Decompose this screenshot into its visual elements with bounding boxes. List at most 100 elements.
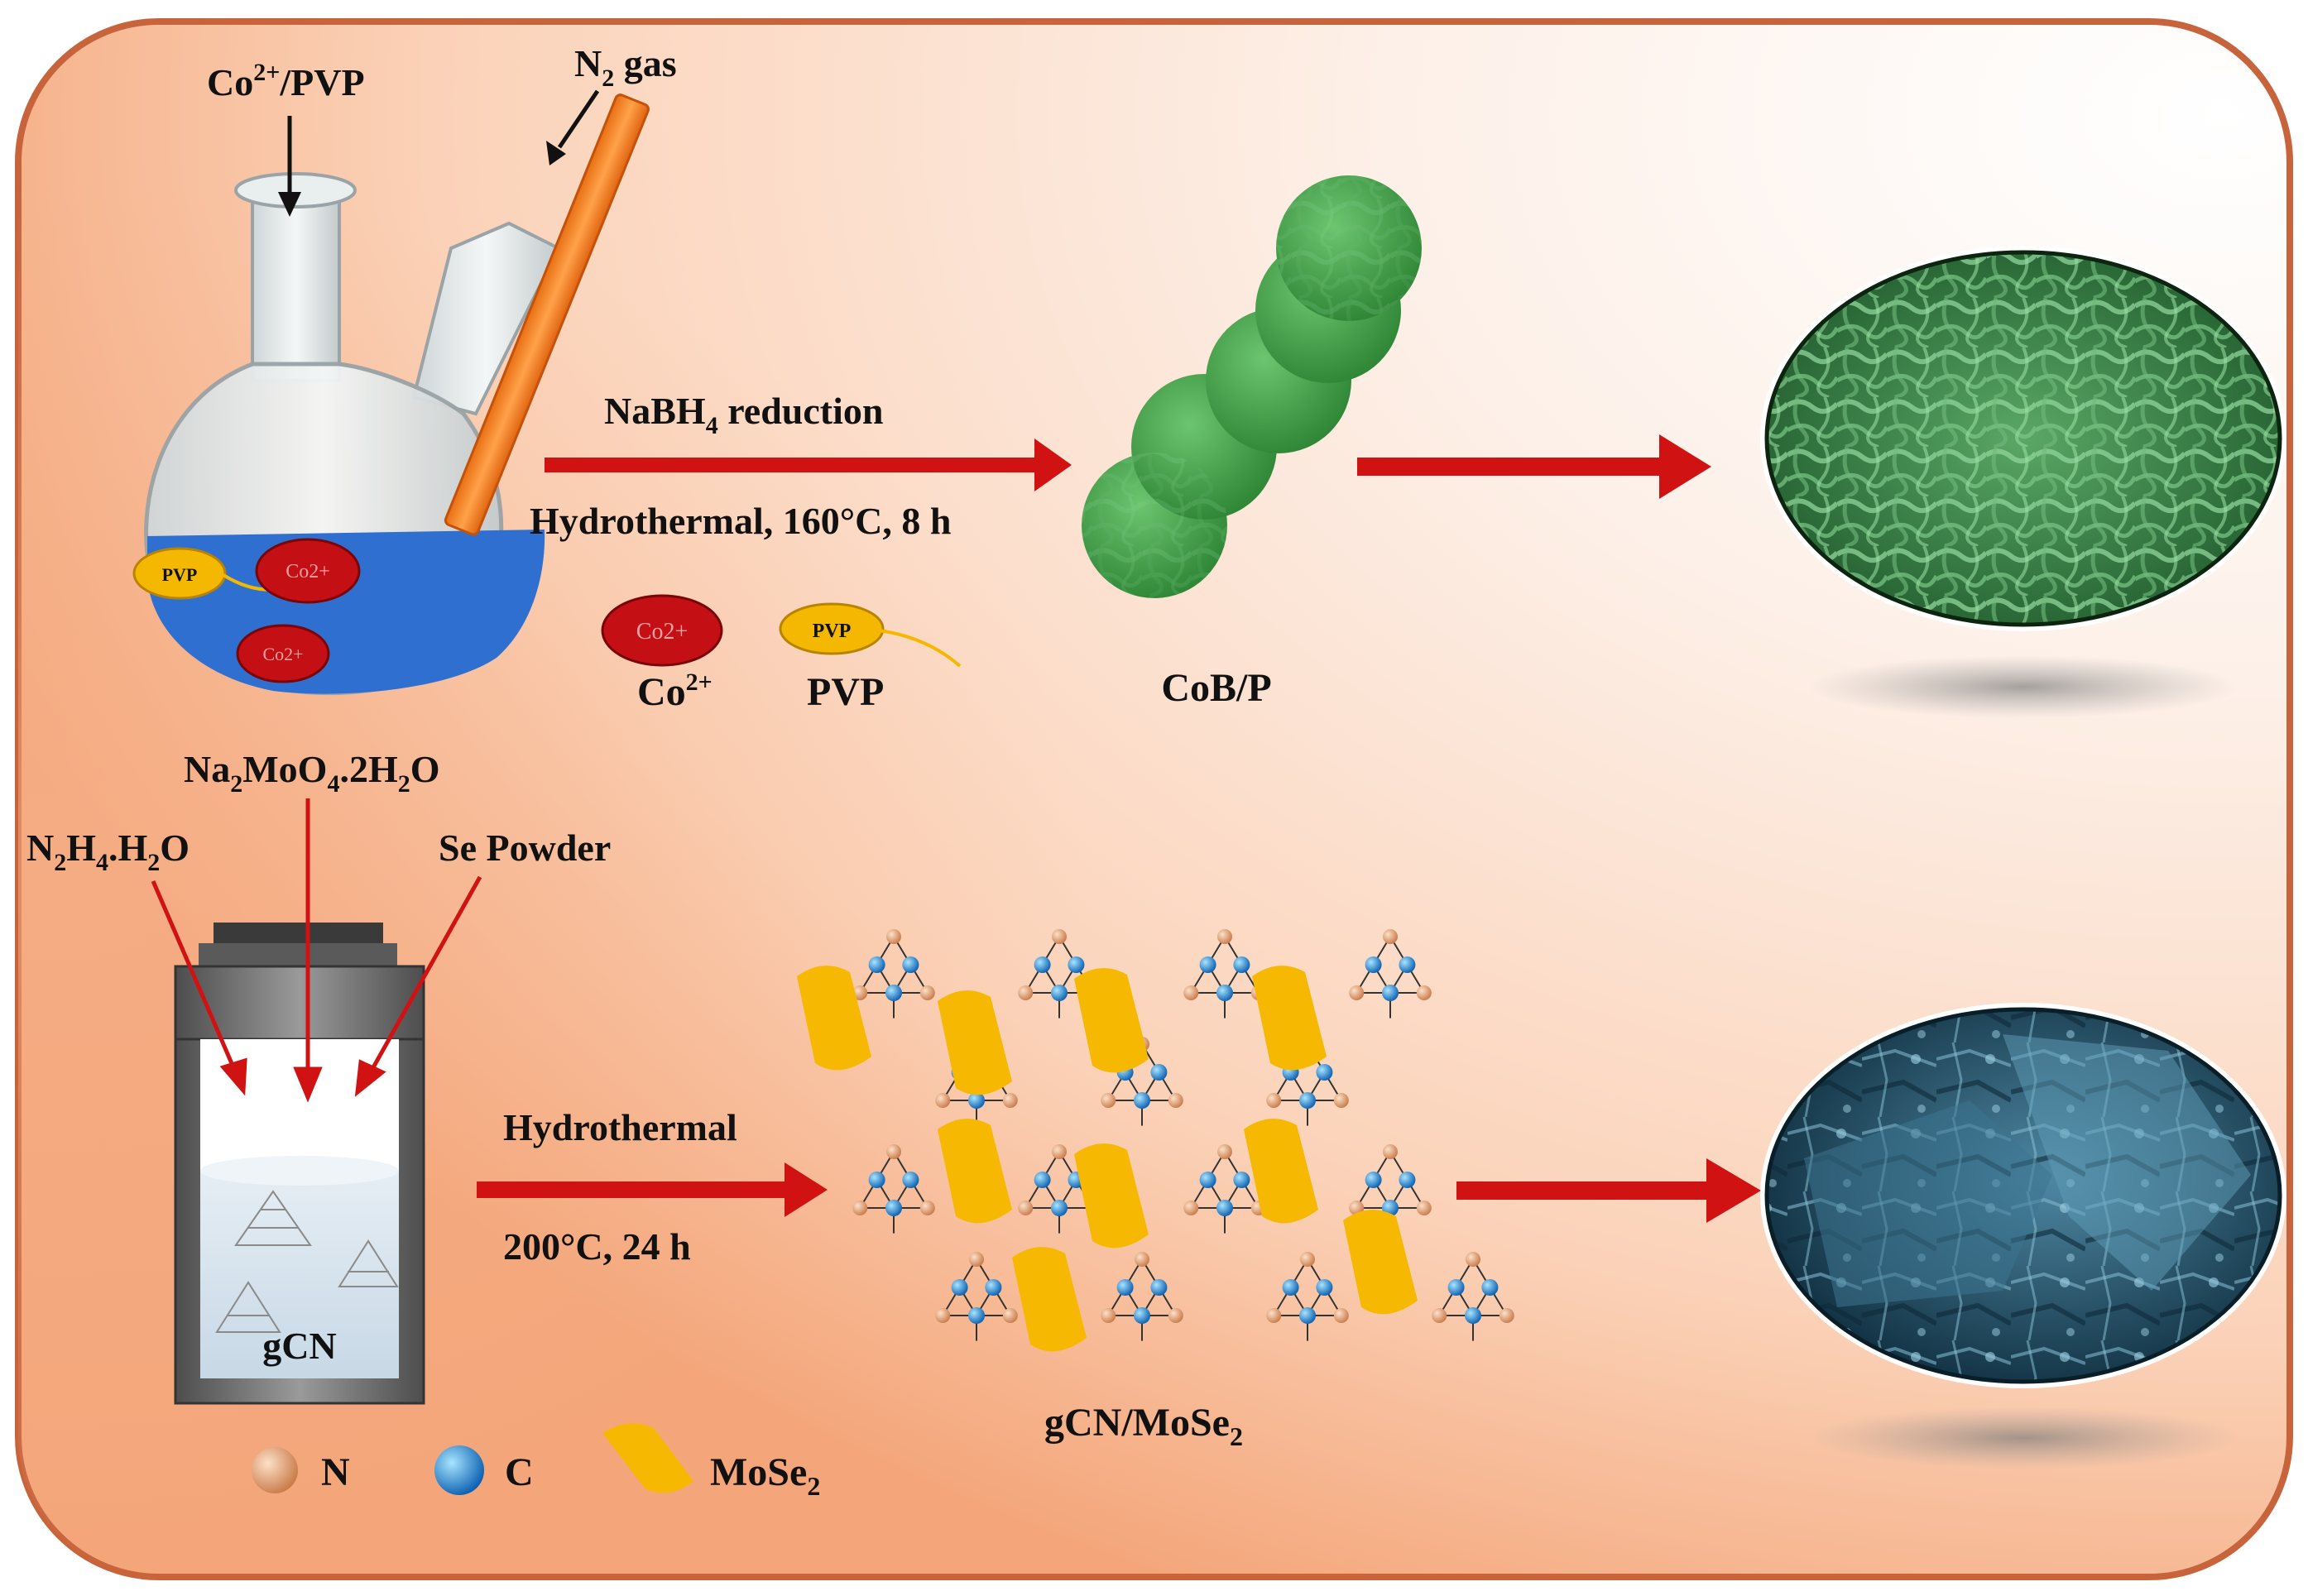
c-atom	[1134, 1307, 1150, 1324]
hydrothermal-label: Hydrothermal	[503, 1106, 737, 1148]
pvp-chip-label: PVP	[162, 564, 198, 585]
c-atom	[968, 1307, 985, 1324]
hydrothermal-160-label: Hydrothermal, 160°C, 8 h	[530, 500, 951, 542]
co-ion-legend-label: Co2+	[637, 669, 713, 714]
sem-shadow-top	[1808, 655, 2238, 718]
c-atom	[1051, 985, 1068, 1001]
mose2-flake	[1074, 1143, 1149, 1249]
n-atom	[1002, 1093, 1018, 1108]
n-atom	[1266, 1093, 1282, 1108]
c-atom	[985, 1279, 1002, 1296]
co-ion-legend-icon	[601, 594, 723, 667]
c-atom	[968, 1092, 985, 1109]
top-sem-arrow	[1357, 458, 1667, 476]
n-atom	[969, 1252, 984, 1267]
c-atom	[1150, 1279, 1168, 1296]
co-ion-in-flask-1	[255, 538, 361, 604]
c-atom-legend-icon	[434, 1445, 484, 1495]
mose2-flake	[1244, 1119, 1318, 1224]
sem-image-gcn-mose2	[1760, 1003, 2286, 1388]
n-atom	[1168, 1308, 1183, 1323]
mose2-flake	[1343, 1210, 1418, 1315]
n-atom	[1183, 1201, 1199, 1215]
sodium-molybdate-label: Na2MoO4.2H2O	[184, 748, 440, 798]
mose2-flake	[797, 966, 871, 1071]
n-atom	[1466, 1252, 1480, 1267]
n-atom	[852, 985, 868, 1000]
mose2-flake	[938, 990, 1012, 1095]
c-atom	[1316, 1064, 1333, 1081]
c-atom	[868, 1172, 885, 1188]
gcn-mose2-label: gCN/MoSe2	[1044, 1401, 1243, 1451]
n-atom	[1101, 1093, 1116, 1108]
c-atom	[902, 956, 919, 973]
n-atom	[886, 929, 901, 944]
c-atom	[1382, 985, 1399, 1001]
n-atom-legend-label: N	[321, 1450, 350, 1494]
pvp-chip-label-legend: PVP	[813, 621, 852, 642]
c-atom	[1134, 1092, 1150, 1109]
n-atom	[1333, 1308, 1349, 1323]
n-atom	[1300, 1252, 1315, 1267]
c-atom	[1116, 1279, 1134, 1296]
co-ion-in-flask-2	[236, 624, 330, 683]
c-atom	[1150, 1064, 1168, 1081]
n-atom	[852, 1201, 868, 1215]
c-atom	[1034, 956, 1051, 973]
pvp-legend-label: PVP	[807, 670, 884, 714]
n-atom	[1018, 985, 1034, 1000]
cobp-bead-chain	[1082, 175, 1422, 598]
mose2-legend-label: MoSe2	[710, 1450, 820, 1501]
n-atom	[919, 985, 935, 1000]
condition-200-label: 200°C, 24 h	[503, 1225, 691, 1268]
n-atom	[1383, 1144, 1398, 1159]
n-atom	[935, 1308, 951, 1323]
c-atom	[1299, 1092, 1316, 1109]
n-atom	[1018, 1201, 1034, 1215]
pvp-particle-in-flask	[132, 547, 227, 600]
c-atom	[1316, 1279, 1333, 1296]
c-atom	[1233, 1172, 1250, 1188]
sem-shadow-bottom	[1808, 1407, 2238, 1469]
n-atom	[935, 1093, 951, 1108]
c-atom	[1282, 1279, 1299, 1296]
c-atom	[1233, 956, 1250, 973]
n-atom	[1135, 1252, 1149, 1267]
n2-gas-label: N2 gas	[574, 42, 677, 92]
bottom-process-arrow	[477, 1181, 791, 1198]
n-atom	[1416, 985, 1432, 1000]
se-powder-label: Se Powder	[439, 827, 611, 869]
c-atom	[1399, 1172, 1416, 1188]
gcn-label: gCN	[262, 1325, 336, 1367]
top-process-arrow	[545, 458, 1041, 472]
n-atom	[919, 1201, 935, 1215]
c-atom	[1465, 1307, 1481, 1324]
c-atom	[902, 1172, 919, 1188]
c-atom	[1068, 956, 1085, 973]
n-atom	[1101, 1308, 1116, 1323]
n-atom	[1217, 929, 1232, 944]
cobp-label: CoB/P	[1161, 666, 1271, 710]
n-atom	[1333, 1093, 1349, 1108]
n-atom	[1432, 1308, 1447, 1323]
c-atom	[1299, 1307, 1316, 1324]
c-atom	[1199, 1172, 1216, 1188]
n-atom	[1217, 1144, 1232, 1159]
n-atom	[1002, 1308, 1018, 1323]
mose2-flakes	[797, 966, 1418, 1352]
n-atom	[1416, 1201, 1432, 1215]
c-atom	[885, 1200, 902, 1216]
n-atom	[1266, 1308, 1282, 1323]
c-atom	[1051, 1200, 1068, 1216]
mose2-flake	[1012, 1247, 1087, 1352]
co-pvp-label: Co2+/PVP	[207, 59, 365, 103]
pvp-legend-icon	[779, 602, 885, 655]
n-atom	[1052, 929, 1067, 944]
c-atom	[1365, 956, 1382, 973]
n-atom	[1052, 1144, 1067, 1159]
c-atom	[1365, 1172, 1382, 1188]
mose2-flake	[938, 1119, 1012, 1224]
bottom-sem-arrow	[1456, 1181, 1713, 1200]
c-atom	[885, 985, 902, 1001]
